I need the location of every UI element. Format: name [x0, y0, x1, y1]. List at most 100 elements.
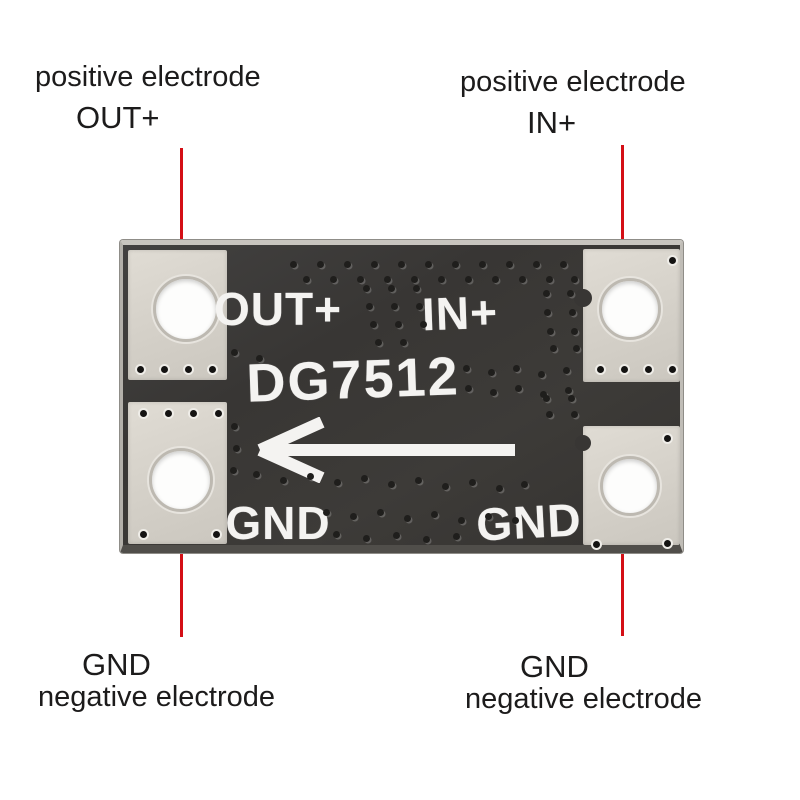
pad-via-dot	[140, 531, 147, 538]
via-dot	[391, 303, 398, 310]
label-out-positive-electrode: positive electrode	[35, 61, 261, 93]
via-dot	[465, 276, 472, 283]
pad-via-dot	[137, 366, 144, 373]
silkscreen-gnd-left-label: GND	[225, 497, 331, 549]
via-dot	[377, 509, 384, 516]
via-dot	[512, 517, 519, 524]
via-dot	[573, 345, 580, 352]
silkscreen-gnd-right-label: GND	[475, 493, 583, 551]
via-dot	[280, 477, 287, 484]
silkscreen-model-number: DG7512	[245, 346, 461, 414]
via-dot	[569, 309, 576, 316]
pad-notch-in	[574, 289, 592, 307]
via-dot	[307, 473, 314, 480]
via-dot	[488, 369, 495, 376]
via-dot	[515, 385, 522, 392]
via-dot	[533, 261, 540, 268]
via-dot	[290, 261, 297, 268]
via-dot	[543, 395, 550, 402]
pad-via-dot	[669, 366, 676, 373]
via-dot	[568, 395, 575, 402]
via-dot	[452, 261, 459, 268]
via-dot	[565, 387, 572, 394]
pad-via-dot	[621, 366, 628, 373]
via-dot	[363, 535, 370, 542]
via-dot	[231, 349, 238, 356]
pad-via-dot	[185, 366, 192, 373]
pad-notch-gnd-right	[575, 435, 591, 451]
via-dot	[567, 290, 574, 297]
via-dot	[323, 509, 330, 516]
via-dot	[458, 517, 465, 524]
via-dot	[547, 328, 554, 335]
via-dot	[519, 276, 526, 283]
via-dot	[303, 276, 310, 283]
leader-line-gnd-left	[180, 520, 183, 637]
via-dot	[357, 276, 364, 283]
silkscreen-in-label: IN+	[421, 285, 499, 341]
leader-line-in	[621, 145, 624, 262]
mounting-hole-gnd-left	[149, 448, 213, 512]
via-dot	[543, 290, 550, 297]
via-dot	[395, 321, 402, 328]
via-dot	[571, 411, 578, 418]
via-dot	[334, 479, 341, 486]
pad-via-dot	[645, 366, 652, 373]
via-dot	[506, 261, 513, 268]
via-dot	[550, 345, 557, 352]
via-dot	[479, 261, 486, 268]
via-dot	[485, 513, 492, 520]
pcb-board: OUT+ IN+ DG7512 GND GND	[120, 240, 683, 553]
pad-via-dot	[161, 366, 168, 373]
pad-via-dot	[664, 435, 671, 442]
via-dot	[256, 355, 263, 362]
via-dot	[423, 536, 430, 543]
mounting-hole-in	[599, 278, 661, 340]
pad-via-dot	[213, 531, 220, 538]
via-dot	[490, 389, 497, 396]
via-dot	[370, 321, 377, 328]
via-dot	[393, 532, 400, 539]
via-dot	[413, 285, 420, 292]
pad-via-dot	[664, 540, 671, 547]
via-dot	[371, 261, 378, 268]
via-dot	[431, 511, 438, 518]
via-dot	[544, 309, 551, 316]
via-dot	[571, 276, 578, 283]
label-out-pin: OUT+	[76, 100, 160, 135]
pad-via-dot	[593, 541, 600, 548]
via-dot	[231, 423, 238, 430]
via-dot	[438, 276, 445, 283]
via-dot	[330, 276, 337, 283]
via-dot	[361, 475, 368, 482]
pad-via-dot	[209, 366, 216, 373]
pad-via-dot	[669, 257, 676, 264]
via-dot	[496, 485, 503, 492]
via-dot	[546, 276, 553, 283]
via-dot	[463, 365, 470, 372]
via-dot	[363, 285, 370, 292]
leader-line-out	[180, 148, 183, 261]
via-dot	[538, 371, 545, 378]
via-dot	[350, 513, 357, 520]
label-gnd-left-pin: GND	[82, 647, 151, 682]
via-dot	[513, 365, 520, 372]
via-dot	[571, 328, 578, 335]
via-dot	[233, 445, 240, 452]
via-dot	[400, 339, 407, 346]
via-dot	[415, 477, 422, 484]
leader-line-gnd-right	[621, 519, 624, 636]
pad-via-dot	[215, 410, 222, 417]
via-dot	[366, 303, 373, 310]
via-dot	[375, 339, 382, 346]
label-gnd-right-negative-electrode: negative electrode	[465, 683, 702, 715]
via-dot	[420, 321, 427, 328]
via-dot	[442, 483, 449, 490]
via-dot	[563, 367, 570, 374]
label-gnd-right-pin: GND	[520, 649, 589, 684]
via-dot	[333, 531, 340, 538]
pad-via-dot	[597, 366, 604, 373]
via-dot	[469, 479, 476, 486]
via-dot	[453, 533, 460, 540]
